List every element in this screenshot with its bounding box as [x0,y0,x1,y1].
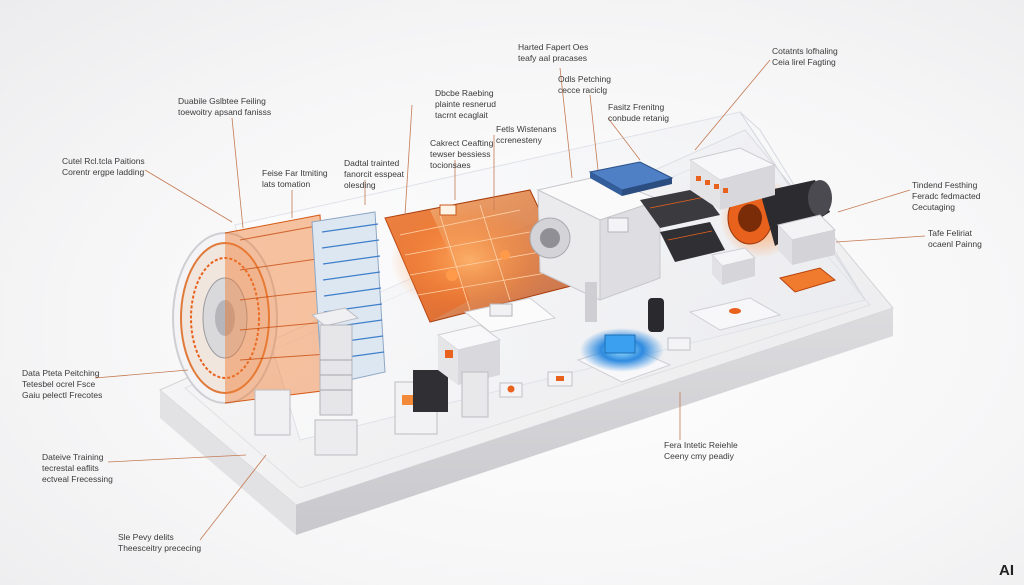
callout-15-line-1: Dateive Training [42,452,104,462]
callout-7-line-2: ccrenesteny [496,135,542,145]
callout-label-4: Dadtal trainted fanorcit esspeat olesdin… [344,158,404,191]
callout-14-line-1: Data Pteta Peitching [22,368,100,378]
callout-5-line-1: Dbcbe Raebing [435,88,494,98]
callout-8-line-1: Harted Fapert Oes [518,42,589,52]
orange-circuit-core [384,189,576,323]
callout-label-7: Fetls Wistenans ccrenesteny [496,124,556,146]
callout-11-line-2: Ceia lirel Fagting [772,57,836,67]
callout-label-10: Fasitz Frenitng conbude retanig [608,102,669,124]
callout-label-13: Tafe Feliriat ocaenl Painng [928,228,982,250]
cylindrical-motor [172,214,331,404]
callout-label-5: Dbcbe Raebing plainte resnerud tacrnt ec… [435,88,496,121]
callout-11-line-1: Cotatnts lofhaling [772,46,838,56]
callout-12-line-1: Tindend Festhing [912,180,978,190]
callout-label-8: Harted Fapert Oes teafy aal pracases [518,42,588,64]
callout-15-line-2: tecrestal eaflits [42,463,99,473]
callout-6-line-1: Cakrect Ceafting [430,138,494,148]
blue-chip [588,161,674,196]
control-panel [688,147,837,331]
callout-8-line-2: teafy aal pracases [518,53,587,63]
callout-label-12: Tindend Festhing Feradc fedmacted Cecuta… [912,180,981,213]
front-components [254,297,691,456]
callout-9-line-2: cecce raciclg [558,85,608,95]
callout-13-line-2: ocaenl Painng [928,239,982,249]
callout-6-line-2: tewser bessiess [430,149,491,159]
callout-4-line-1: Dadtal trainted [344,158,400,168]
glowing-sensor [576,328,672,383]
callout-label-15: Dateive Training tecrestal eaflits ectve… [42,452,113,485]
callout-14-line-3: Gaiu pelectl Frecotes [22,390,103,400]
callout-4-line-2: fanorcit esspeat [344,169,405,179]
callout-10-line-1: Fasitz Frenitng [608,102,665,112]
callout-label-9: Odls Petching cecce raciclg [558,74,611,96]
callout-5-line-3: tacrnt ecaglait [435,110,488,120]
callout-2-line-1: Duabile Gslbtee Feiling [178,96,266,106]
callout-10-line-2: conbude retanig [608,113,669,123]
callout-14-line-2: Tetesbel ocrel Fsce [22,379,96,389]
callout-17-line-2: Theesceitry prececing [118,543,202,553]
callout-5-line-2: plainte resnerud [435,99,496,109]
callout-label-11: Cotatnts lofhaling Ceia lirel Fagting [772,46,838,68]
ai-watermark: AI [999,562,1014,579]
callout-17-line-1: Sle Pevy delits [118,532,174,542]
callout-15-line-3: ectveal Frecessing [42,474,113,484]
callout-3-line-2: lats tomation [262,179,311,189]
leader-lines [94,59,926,541]
callout-9-line-1: Odls Petching [558,74,611,84]
callout-label-14: Data Pteta Peitching Tetesbel ocrel Fsce… [22,368,102,401]
rear-coupler [720,178,832,258]
callout-label-17: Sle Pevy delits Theesceitry prececing [118,532,201,554]
callout-7-line-1: Fetls Wistenans [496,124,557,134]
callout-label-1: Cutel Rcl.tcla Paitions Corentr ergpe la… [62,156,145,178]
callout-label-3: Feise Far Itmiting lats tomation [262,168,328,190]
callout-16-line-1: Fera Intetic Reiehle [664,440,738,450]
callout-2-line-2: toewoitry apsand fanisss [178,107,272,117]
callout-6-line-3: tocionsaes [430,160,471,170]
callout-3-line-1: Feise Far Itmiting [262,168,328,178]
callout-13-line-1: Tafe Feliriat [928,228,972,238]
callout-1-line-1: Cutel Rcl.tcla Paitions [62,156,145,166]
callout-1-line-2: Corentr ergpe ladding [62,167,145,177]
callout-4-line-3: olesding [344,180,376,190]
callout-label-16: Fera Intetic Reiehle Ceeny cmy peadiy [664,440,738,462]
circuit-boards [585,188,725,332]
server-module [529,175,662,301]
callout-16-line-2: Ceeny cmy peadiy [664,451,734,461]
callout-12-line-2: Feradc fedmacted [912,191,981,201]
callout-label-6: Cakrect Ceafting tewser bessiess tocions… [430,138,493,171]
callout-12-line-3: Cecutaging [912,202,956,212]
callout-label-2: Duabile Gslbtee Feiling toewoitry apsand… [178,96,271,118]
